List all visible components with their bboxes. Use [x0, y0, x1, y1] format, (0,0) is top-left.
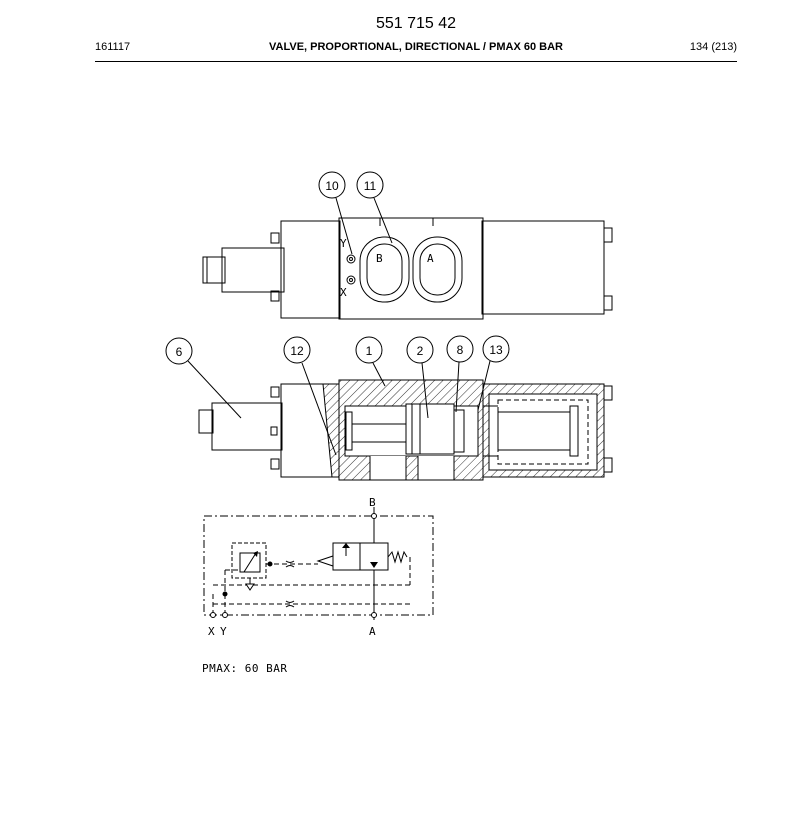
- schematic-label-a: A: [369, 625, 376, 638]
- port-label-b: B: [376, 252, 383, 265]
- callout-8: 8: [446, 335, 474, 413]
- callout-11-label: 11: [364, 179, 377, 193]
- callout-2: 2: [406, 336, 434, 419]
- callout-2-label: 2: [417, 344, 424, 358]
- callout-12: 12: [283, 336, 337, 456]
- port-label-a: A: [427, 252, 434, 265]
- callout-11: 11: [356, 171, 393, 244]
- callout-13-label: 13: [489, 343, 503, 357]
- callout-13: 13: [477, 335, 510, 411]
- callout-12-label: 12: [290, 344, 304, 358]
- document-title: VALVE, PROPORTIONAL, DIRECTIONAL / PMAX …: [269, 41, 563, 53]
- callout-8-label: 8: [457, 343, 464, 357]
- callout-6-label: 6: [176, 345, 183, 359]
- callout-6: 6: [165, 337, 242, 419]
- callout-1-label: 1: [366, 344, 373, 358]
- port-label-y: Y: [340, 237, 347, 250]
- section-view: [198, 379, 613, 481]
- port-label-x: X: [340, 286, 347, 299]
- header-rule: [95, 61, 737, 62]
- hydraulic-schematic: [203, 507, 434, 620]
- page-number: 134 (213): [689, 41, 737, 53]
- top-view: [202, 217, 613, 320]
- schematic-label-y: Y: [220, 625, 227, 638]
- schematic-label-x: X: [208, 625, 215, 638]
- callout-10: 10: [318, 171, 353, 255]
- document-number: 551 715 42: [375, 15, 457, 32]
- schematic-label-b: B: [369, 496, 376, 509]
- callout-1: 1: [355, 336, 386, 387]
- date-code: 161117: [95, 41, 131, 53]
- callout-10-label: 10: [325, 179, 339, 193]
- pressure-note: PMAX: 60 BAR: [202, 662, 288, 675]
